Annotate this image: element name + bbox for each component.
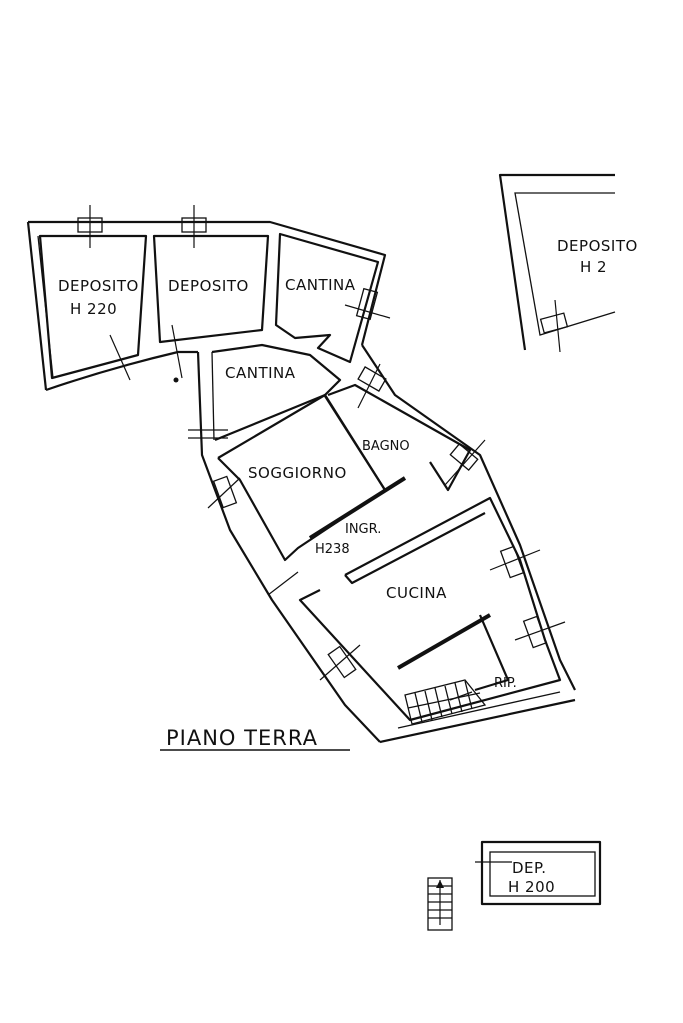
room-height: H 2 [580, 258, 607, 276]
room-height: H 200 [508, 878, 555, 896]
room-soggiorno: SOGGIORNO [207, 393, 387, 562]
plan-title: PIANO TERRA [160, 726, 350, 751]
room-label: DEP. [512, 859, 547, 877]
room-label: DEPOSITO [557, 237, 638, 255]
room-ingresso: INGR. H238 [308, 476, 407, 557]
room-cantina-2: CANTINA [188, 343, 342, 442]
floor-title: PIANO TERRA [166, 726, 318, 750]
top-windows [77, 205, 207, 248]
room-bagno: BAGNO [324, 363, 486, 492]
room-cantina-1: CANTINA [274, 232, 391, 364]
room-dep-small: DEP. H 200 [475, 840, 602, 906]
room-label: BAGNO [362, 439, 410, 454]
room-ripostiglio: RIP. [474, 614, 517, 692]
room-label: CUCINA [386, 584, 447, 602]
room-label: CANTINA [225, 364, 296, 382]
room-label: CANTINA [285, 276, 356, 294]
room-label: RIP. [494, 676, 517, 691]
room-height: H 220 [70, 300, 117, 318]
room-deposito-side: DEPOSITO H 2 [498, 173, 638, 353]
room-cucina: CUCINA [267, 496, 566, 722]
small-stairs [427, 877, 453, 931]
room-height: H238 [315, 542, 350, 557]
room-deposito-1: DEPOSITO H 220 [38, 234, 148, 381]
room-label: SOGGIORNO [248, 464, 347, 482]
room-deposito-2: DEPOSITO [152, 234, 270, 383]
room-label: DEPOSITO [168, 277, 249, 295]
room-label: INGR. [345, 522, 381, 537]
room-label: DEPOSITO [58, 277, 139, 295]
stairs [404, 679, 487, 725]
